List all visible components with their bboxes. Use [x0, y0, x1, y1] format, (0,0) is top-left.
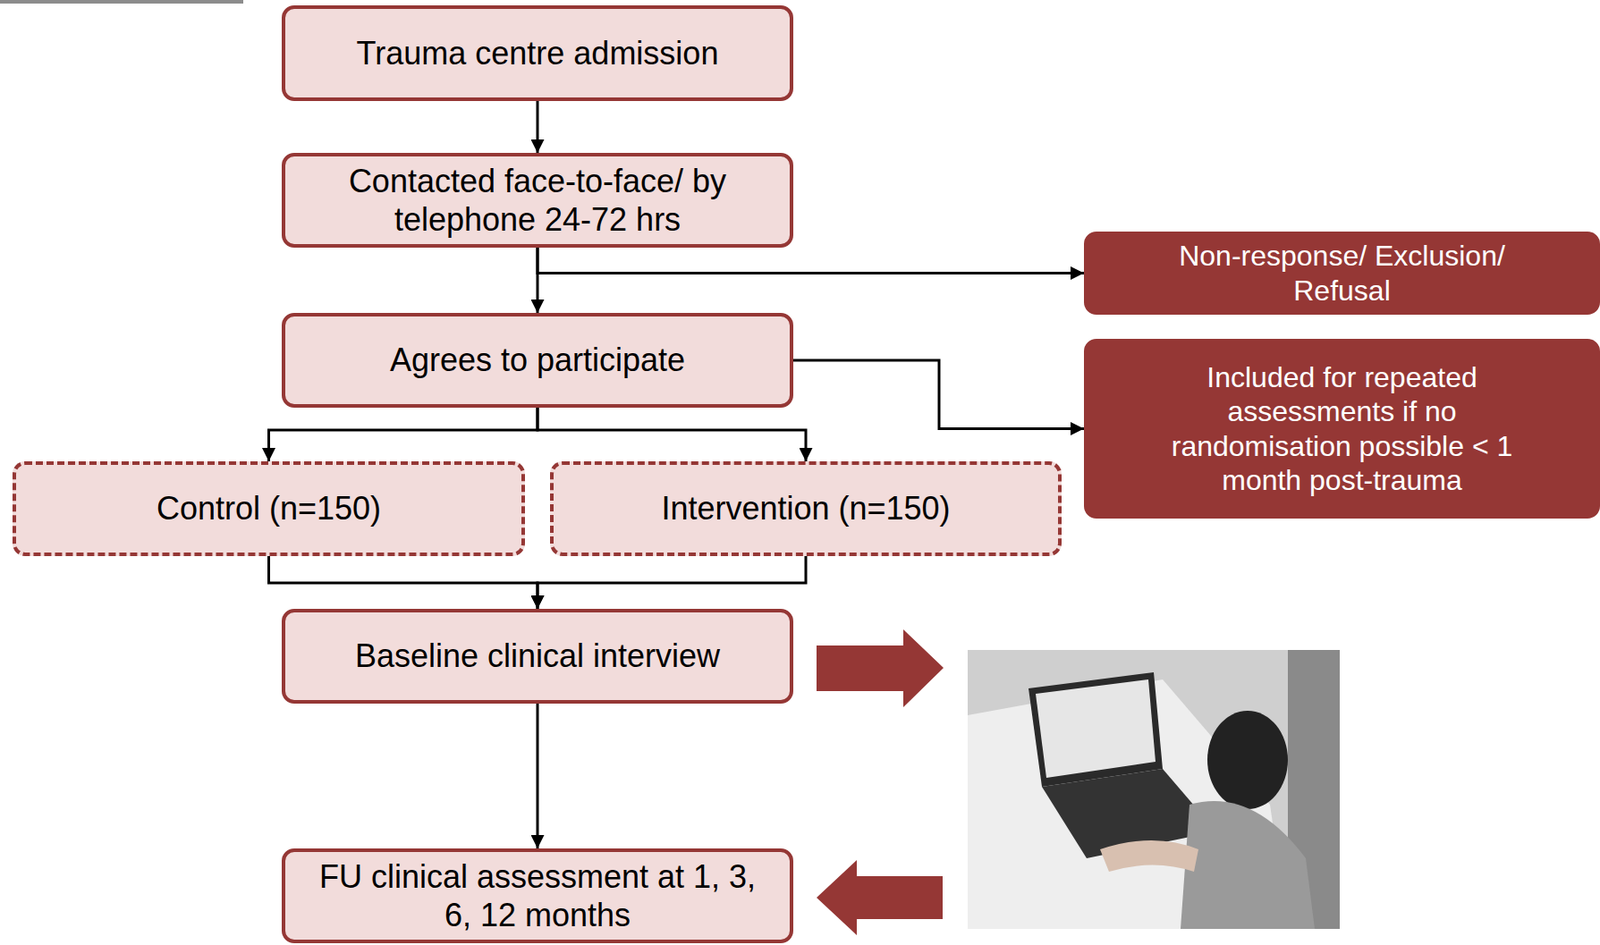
person-body — [1180, 801, 1315, 930]
box-label: Included for repeated assessments if no … — [1139, 360, 1545, 499]
box-label: Agrees to participate — [389, 340, 686, 380]
photo — [967, 650, 1340, 930]
laptop-display — [1035, 679, 1156, 779]
box-label: Trauma centre admission — [356, 33, 720, 73]
process-box: Baseline clinical interview — [281, 609, 794, 704]
person-arm — [1100, 840, 1199, 872]
box-label: FU clinical assessment at 1, 3, 6, 12 mo… — [303, 857, 772, 935]
photo-background — [967, 650, 1340, 930]
outcome-box: Non-response/ Exclusion/ Refusal — [1083, 231, 1600, 315]
connector-arrow — [536, 101, 540, 153]
process-box: Trauma centre admission — [281, 5, 794, 102]
box-label: Intervention (n=150) — [660, 489, 950, 528]
box-label: Baseline clinical interview — [355, 636, 720, 676]
connector-arrow — [269, 407, 539, 462]
block-arrow — [816, 860, 943, 936]
block-arrow — [816, 629, 944, 708]
laptop-screen — [1028, 672, 1163, 788]
image-fragment — [0, 0, 244, 4]
connector-arrow — [537, 556, 806, 610]
process-box: FU clinical assessment at 1, 3, 6, 12 mo… — [281, 848, 794, 944]
box-label: Non-response/ Exclusion/ Refusal — [1139, 238, 1545, 308]
connector-arrow — [793, 360, 1084, 430]
group-box: Control (n=150) — [12, 461, 525, 557]
box-label: Control (n=150) — [156, 489, 381, 528]
connector-arrow — [537, 247, 1084, 274]
connector-arrow — [536, 703, 540, 849]
process-box: Agrees to participate — [281, 313, 794, 408]
process-box: Contacted face-to-face/ by telephone 24-… — [281, 152, 794, 248]
person-hair — [1207, 711, 1288, 810]
group-box: Intervention (n=150) — [550, 461, 1062, 557]
outcome-box: Included for repeated assessments if no … — [1083, 338, 1600, 519]
connector-arrow — [269, 556, 539, 610]
box-label: Contacted face-to-face/ by telephone 24-… — [303, 161, 772, 239]
connector-arrow — [537, 407, 806, 462]
